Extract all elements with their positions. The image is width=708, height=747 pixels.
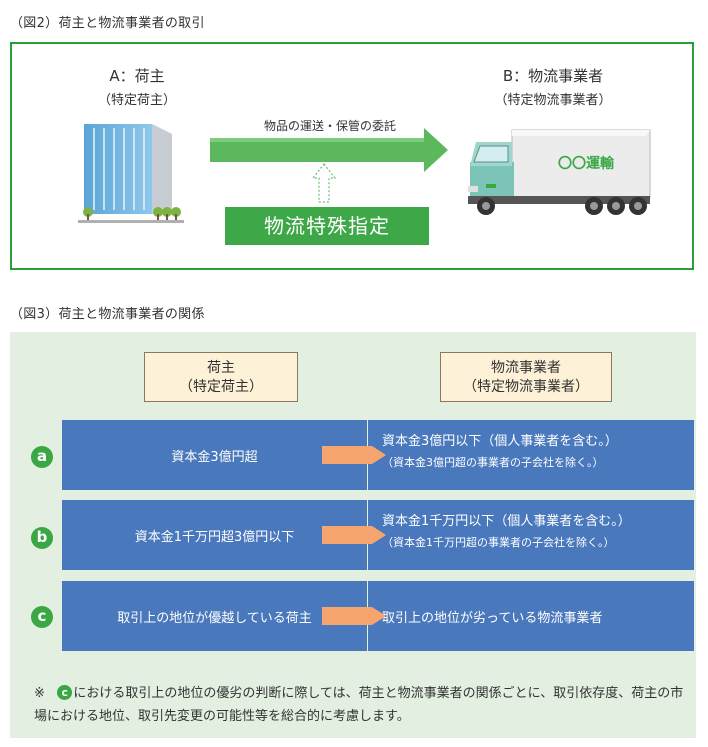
row-b-shipper-text: 資本金1千万円超3億円以下 xyxy=(134,529,295,545)
header-shipper: 荷主 （特定荷主） xyxy=(144,352,298,402)
row-a-carrier-main: 資本金3億円以下（個人事業者を含む。） xyxy=(382,434,618,449)
truck-icon xyxy=(468,129,651,215)
dashed-up-arrow xyxy=(311,163,337,203)
row-b-carrier-main: 資本金1千万円以下（個人事業者を含む。） xyxy=(382,514,631,529)
row-a-carrier: 資本金3億円以下（個人事業者を含む。） （資本金3億円超の事業者の子会社を除く。… xyxy=(368,420,694,490)
fig2-caption: （図2）荷主と物流事業者の取引 xyxy=(10,16,205,31)
logistics-special-designation-box: 物流特殊指定 xyxy=(225,207,429,245)
row-b-carrier: 資本金1千万円以下（個人事業者を含む。） （資本金1千万円超の事業者の子会社を除… xyxy=(368,500,694,570)
fig2-frame xyxy=(10,42,694,270)
truck-company-text: 〇〇運輸 xyxy=(558,156,614,172)
carrier-subtitle: （特定物流事業者） xyxy=(494,93,612,108)
row-b-carrier-sub: （資本金1千万円超の事業者の子会社を除く。） xyxy=(382,536,615,549)
row-a-carrier-sub: （資本金3億円超の事業者の子会社を除く。） xyxy=(382,456,604,469)
row-c-shipper-text: 取引上の地位が優越している荷主 xyxy=(117,610,312,626)
row-c-carrier: 取引上の地位が劣っている物流事業者 xyxy=(368,581,694,651)
footnote-badge-c: c xyxy=(57,685,73,700)
shipper-subtitle: （特定荷主） xyxy=(97,93,176,108)
header-shipper-line2: （特定荷主） xyxy=(179,379,263,395)
badge-c: c xyxy=(31,606,53,628)
row-b-shipper: 資本金1千万円超3億円以下 xyxy=(62,500,367,570)
header-carrier: 物流事業者 （特定物流事業者） xyxy=(440,352,612,402)
header-carrier-line2: （特定物流事業者） xyxy=(463,379,589,395)
fig3-caption: （図3）荷主と物流事業者の関係 xyxy=(10,307,205,322)
row-a-shipper-text: 資本金3億円超 xyxy=(171,449,258,465)
header-shipper-line1: 荷主 xyxy=(207,360,235,376)
row-a-arrow xyxy=(322,446,386,464)
footnote-mark: ※ xyxy=(34,686,45,701)
row-b-arrow xyxy=(322,526,386,544)
footnote-text: における取引上の地位の優劣の判断に際しては、荷主と物流事業者の関係ごとに、取引依… xyxy=(34,686,684,724)
office-building-icon xyxy=(78,124,184,223)
header-carrier-line1: 物流事業者 xyxy=(491,360,561,376)
row-c-carrier-text: 取引上の地位が劣っている物流事業者 xyxy=(382,610,603,626)
row-c-shipper: 取引上の地位が優越している荷主 xyxy=(62,581,367,651)
delegation-label: 物品の運送・保管の委託 xyxy=(263,119,396,133)
delegation-arrow xyxy=(210,128,448,172)
badge-b: b xyxy=(31,527,53,549)
row-a-shipper: 資本金3億円超 xyxy=(62,420,367,490)
badge-a: a xyxy=(31,446,53,468)
carrier-title: B：物流事業者 xyxy=(502,67,604,85)
shipper-title: A：荷主 xyxy=(109,67,165,85)
row-c-arrow xyxy=(322,607,386,625)
